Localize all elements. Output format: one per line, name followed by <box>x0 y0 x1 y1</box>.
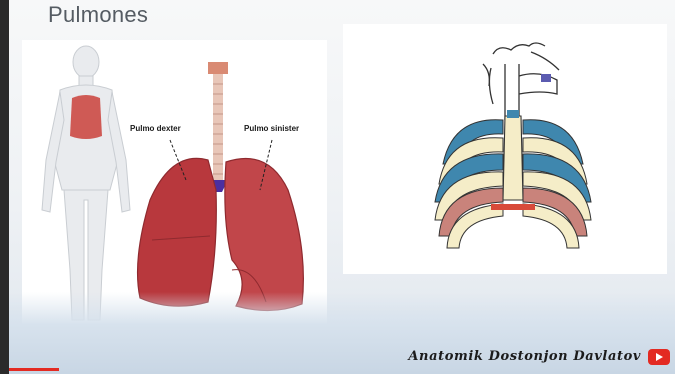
lungs-image-panel: Pulmo dexter Pulmo sinister <box>22 40 327 328</box>
larynx-mark <box>541 74 551 82</box>
label-pulmo-dexter: Pulmo dexter <box>130 124 181 133</box>
slide-left-edge <box>0 0 9 374</box>
human-body-figure <box>42 46 130 320</box>
rib-cage-image-panel <box>343 24 667 274</box>
body-lungs-mini <box>70 95 102 139</box>
rib-cage-illustration <box>343 24 667 274</box>
channel-credit: Anatomik Dostonjon Davlatov <box>408 349 641 364</box>
sternum <box>503 116 523 200</box>
video-progress-bar[interactable] <box>9 368 59 371</box>
slide-title: Pulmones <box>48 2 148 28</box>
left-lung <box>225 159 304 311</box>
label-pulmo-sinister: Pulmo sinister <box>244 124 299 133</box>
right-lung <box>138 158 217 306</box>
lungs-illustration <box>22 40 327 328</box>
diaphragm-band <box>491 204 535 210</box>
youtube-icon[interactable] <box>648 349 670 365</box>
